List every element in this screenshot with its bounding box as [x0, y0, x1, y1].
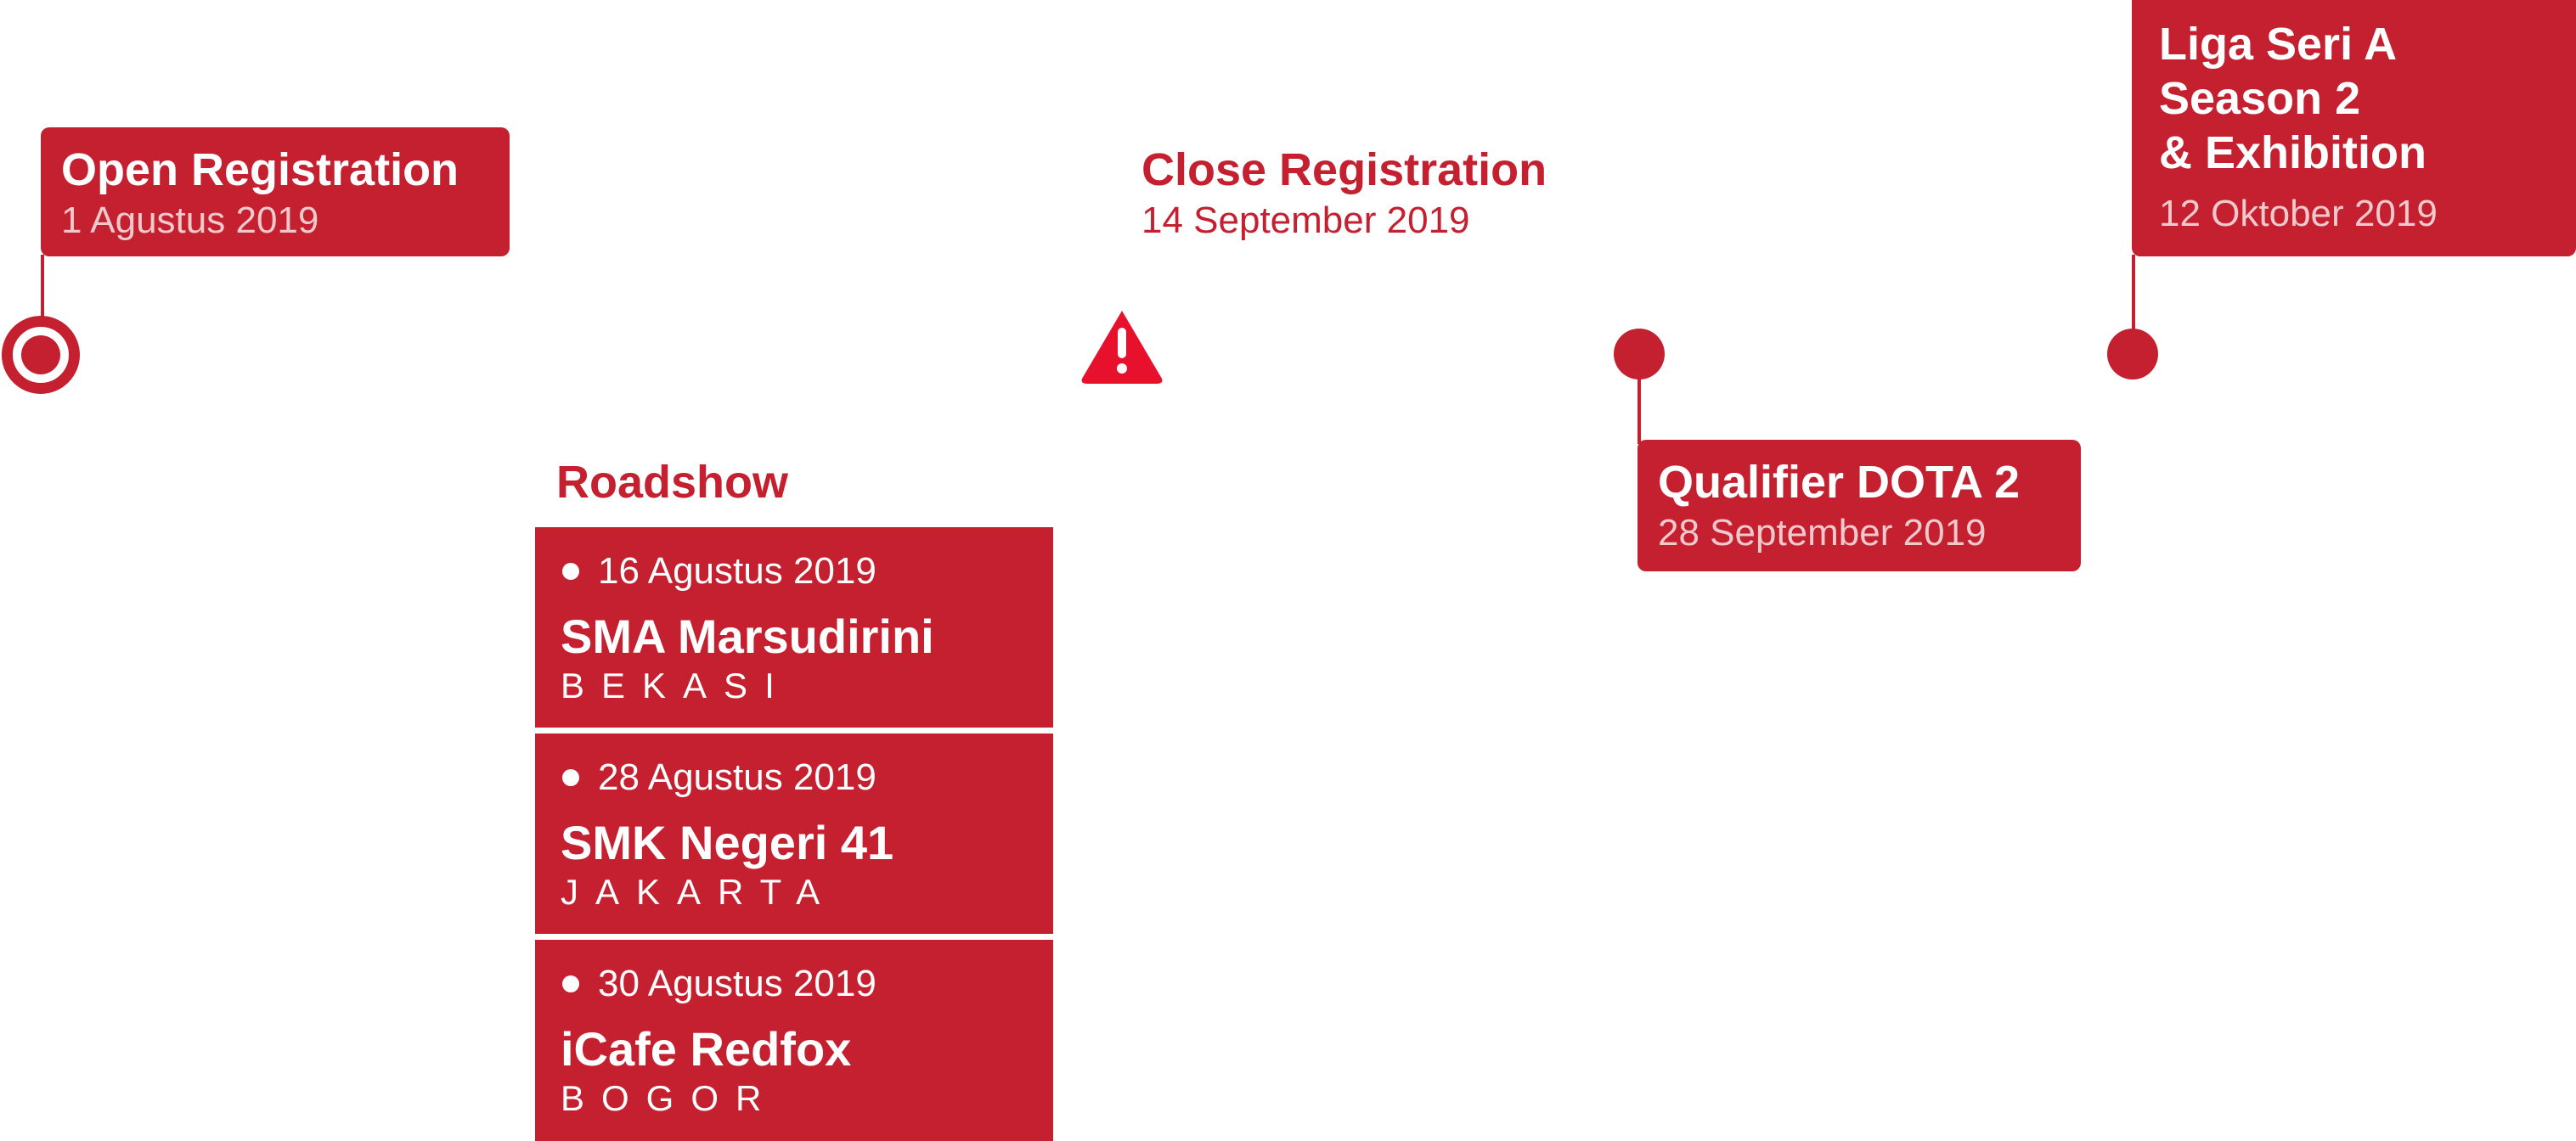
roadshow-item-date: 16 Agustus 2019	[598, 550, 877, 592]
close-registration-date: 14 September 2019	[1141, 200, 1470, 241]
liga-marker	[2107, 329, 2158, 379]
qualifier-connector-line	[1637, 378, 1641, 444]
roadshow-item-city: BOGOR	[561, 1078, 779, 1118]
roadshow-item: 16 Agustus 2019 SMA Marsudirini BEKASI	[535, 527, 1053, 728]
roadshow-item-city: JAKARTA	[561, 872, 837, 912]
qualifier-dota-date: 28 September 2019	[1658, 512, 1987, 554]
liga-connector-line	[2132, 255, 2135, 333]
roadshow-item-date: 30 Agustus 2019	[598, 963, 877, 1004]
warning-triangle-icon	[1081, 311, 1163, 384]
close-registration-label: Close Registration 14 September 2019	[1141, 143, 1547, 244]
qualifier-dota-title: Qualifier DOTA 2	[1658, 457, 2021, 508]
liga-seri-a-date: 12 Oktober 2019	[2159, 193, 2438, 234]
open-registration-card: Open Registration 1 Agustus 2019	[41, 127, 510, 256]
roadshow-item-name: iCafe Redfox	[561, 1022, 852, 1076]
open-connector-line	[41, 255, 44, 331]
close-registration-title: Close Registration	[1141, 144, 1547, 195]
bullet-icon	[562, 563, 579, 580]
roadshow-item-name: SMA Marsudirini	[561, 610, 934, 663]
open-registration-title: Open Registration	[61, 144, 459, 195]
open-registration-marker	[2, 316, 80, 394]
qualifier-dota-card: Qualifier DOTA 2 28 September 2019	[1637, 440, 2081, 571]
roadshow-item-city: BEKASI	[561, 666, 792, 705]
liga-seri-a-card: Liga Seri A Season 2 & Exhibition 12 Okt…	[2132, 0, 2576, 256]
qualifier-marker	[1614, 329, 1665, 379]
open-registration-date: 1 Agustus 2019	[61, 200, 319, 241]
bullet-icon	[562, 769, 579, 786]
roadshow-item-name: SMK Negeri 41	[561, 816, 894, 869]
roadshow-item: 28 Agustus 2019 SMK Negeri 41 JAKARTA	[535, 734, 1053, 934]
liga-seri-a-title: Liga Seri A Season 2 & Exhibition	[2159, 19, 2427, 178]
roadshow-item-date: 28 Agustus 2019	[598, 756, 877, 798]
roadshow-heading: Roadshow	[556, 457, 789, 508]
roadshow-item: 30 Agustus 2019 iCafe Redfox BOGOR	[535, 940, 1053, 1141]
bullet-icon	[562, 975, 579, 992]
